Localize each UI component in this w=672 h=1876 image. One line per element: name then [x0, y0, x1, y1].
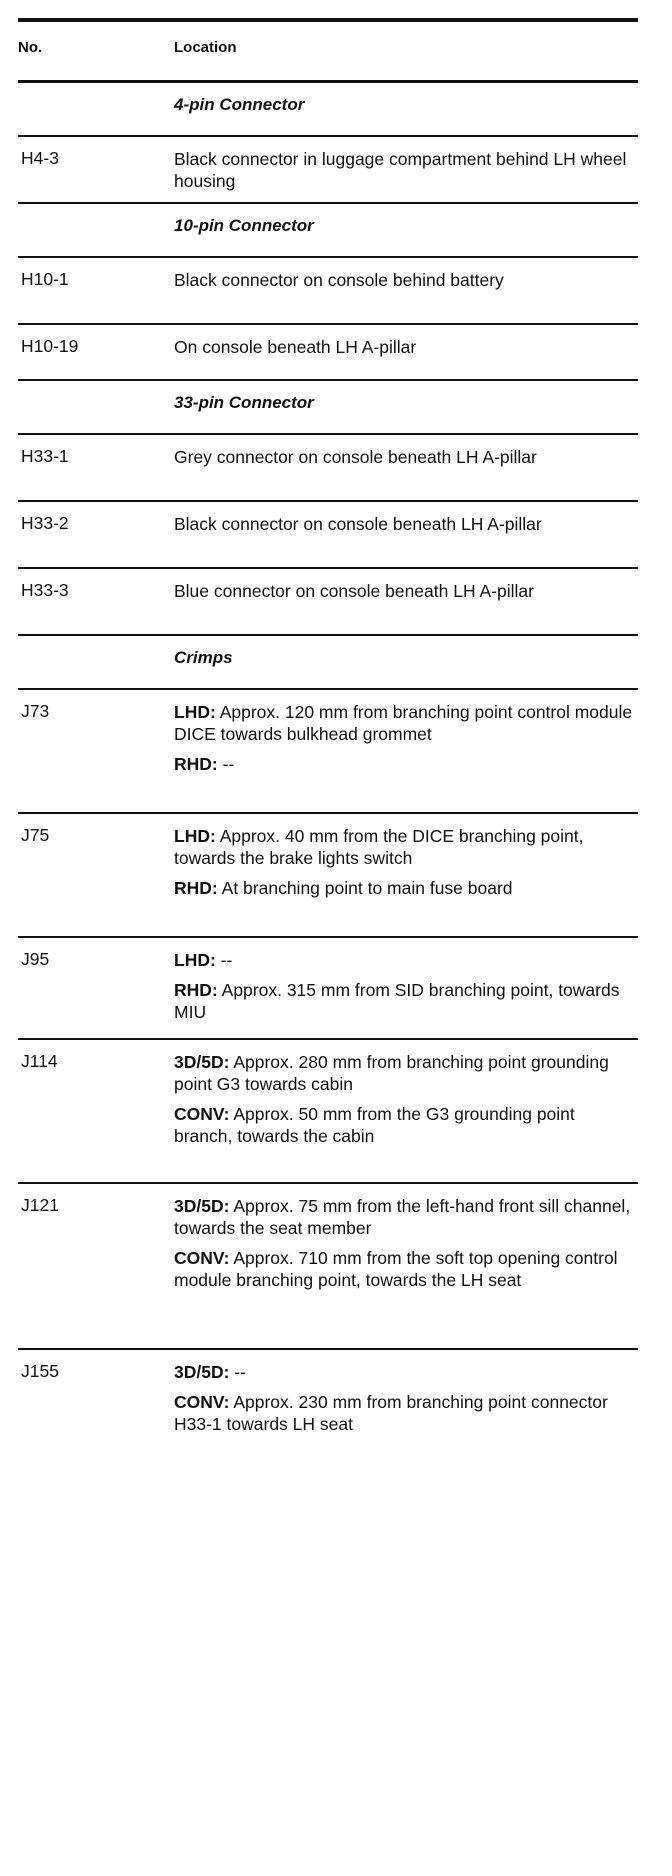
section-row: 4-pin Connector [18, 83, 638, 137]
location-paragraph: 3D/5D: -- [174, 1361, 636, 1383]
connector-number: J121 [21, 1195, 59, 1215]
location-cell: 3D/5D: Approx. 280 mm from branching poi… [174, 1040, 638, 1147]
location-text: Black connector in luggage compartment b… [174, 149, 627, 191]
variant-label: RHD: [174, 878, 218, 898]
location-paragraph: Black connector on console beneath LH A-… [174, 513, 636, 535]
connector-number: H4-3 [21, 148, 59, 168]
variant-label: RHD: [174, 980, 218, 1000]
connector-number: H33-3 [21, 580, 69, 600]
location-paragraph: CONV: Approx. 50 mm from the G3 groundin… [174, 1103, 636, 1147]
location-text: At branching point to main fuse board [217, 878, 513, 898]
variant-label: 3D/5D: [174, 1052, 230, 1072]
table-row: J155 3D/5D: -- CONV: Approx. 230 mm from b… [18, 1350, 638, 1450]
location-cell: Black connector in luggage compartment b… [174, 137, 638, 192]
table-row: J73 LHD: Approx. 120 mm from branching po… [18, 690, 638, 814]
location-text: -- [229, 1362, 246, 1382]
location-paragraph: Black connector in luggage compartment b… [174, 148, 636, 192]
variant-label: LHD: [174, 950, 216, 970]
table-row: J121 3D/5D: Approx. 75 mm from the left-h… [18, 1184, 638, 1350]
location-cell: Blue connector on console beneath LH A-p… [174, 569, 638, 602]
location-text: Approx. 120 mm from branching point cont… [174, 702, 633, 744]
variant-label: CONV: [174, 1104, 230, 1124]
variant-label: RHD: [174, 754, 218, 774]
connector-number: J95 [21, 949, 50, 969]
location-paragraph: Black connector on console behind batter… [174, 269, 636, 291]
section-row: 10-pin Connector [18, 204, 638, 258]
location-paragraph: Blue connector on console beneath LH A-p… [174, 580, 636, 602]
table-row: J114 3D/5D: Approx. 280 mm from branching… [18, 1040, 638, 1184]
header-no: No. [18, 39, 43, 56]
location-cell: LHD: Approx. 40 mm from the DICE branchi… [174, 814, 638, 899]
variant-label: CONV: [174, 1248, 230, 1268]
variant-label: 3D/5D: [174, 1196, 230, 1216]
location-text: -- [217, 754, 235, 774]
table-row: H10-19 On console beneath LH A-pillar [18, 325, 638, 381]
section-title: 10-pin Connector [174, 216, 314, 235]
location-text: On console beneath LH A-pillar [174, 337, 417, 357]
location-paragraph: CONV: Approx. 710 mm from the soft top o… [174, 1247, 636, 1291]
table-row: H33-1 Grey connector on console beneath L… [18, 435, 638, 502]
location-paragraph: LHD: Approx. 120 mm from branching point… [174, 701, 636, 745]
location-text: -- [215, 950, 233, 970]
location-text: Approx. 50 mm from the G3 grounding poin… [174, 1104, 575, 1146]
location-cell: Black connector on console behind batter… [174, 258, 638, 291]
table-row: H4-3 Black connector in luggage compartme… [18, 137, 638, 204]
table-top-rule [18, 18, 638, 22]
location-paragraph: Grey connector on console beneath LH A-p… [174, 446, 636, 468]
location-text: Approx. 710 mm from the soft top opening… [174, 1248, 618, 1290]
table-row: H33-2 Black connector on console beneath … [18, 502, 638, 569]
section-title: Crimps [174, 648, 233, 667]
location-text: Approx. 315 mm from SID branching point,… [174, 980, 620, 1022]
variant-label: LHD: [174, 826, 216, 846]
location-text: Black connector on console behind batter… [174, 270, 504, 290]
section-row: 33-pin Connector [18, 381, 638, 435]
location-cell: On console beneath LH A-pillar [174, 325, 638, 358]
location-paragraph: CONV: Approx. 230 mm from branching poin… [174, 1391, 636, 1435]
table-row: H10-1 Black connector on console behind b… [18, 258, 638, 325]
connector-number: J73 [21, 701, 50, 721]
location-paragraph: 3D/5D: Approx. 280 mm from branching poi… [174, 1051, 636, 1095]
location-text: Approx. 230 mm from branching point conn… [174, 1392, 608, 1434]
location-paragraph: RHD: At branching point to main fuse boa… [174, 877, 636, 899]
location-text: Approx. 40 mm from the DICE branching po… [174, 826, 584, 868]
table-row: J75 LHD: Approx. 40 mm from the DICE bran… [18, 814, 638, 938]
location-paragraph: RHD: -- [174, 753, 636, 775]
location-cell: LHD: -- RHD: Approx. 315 mm from SID bran… [174, 938, 638, 1023]
connector-number: H10-19 [21, 336, 79, 356]
location-text: Black connector on console beneath LH A-… [174, 514, 542, 534]
location-paragraph: RHD: Approx. 315 mm from SID branching p… [174, 979, 636, 1023]
location-cell: 3D/5D: Approx. 75 mm from the left-hand … [174, 1184, 638, 1291]
location-cell: Black connector on console beneath LH A-… [174, 502, 638, 535]
connector-number: H33-1 [21, 446, 69, 466]
header-rule [18, 80, 638, 83]
location-cell: 3D/5D: -- CONV: Approx. 230 mm from branc… [174, 1350, 638, 1435]
header-location: Location [174, 39, 237, 56]
section-title: 33-pin Connector [174, 393, 314, 412]
location-cell: LHD: Approx. 120 mm from branching point… [174, 690, 638, 775]
table-row: J95 LHD: -- RHD: Approx. 315 mm from SID b… [18, 938, 638, 1040]
connector-number: J75 [21, 825, 50, 845]
table-row: H33-3 Blue connector on console beneath L… [18, 569, 638, 636]
variant-label: CONV: [174, 1392, 230, 1412]
table-header: No. Location [18, 22, 638, 80]
connector-number: J114 [21, 1051, 58, 1071]
connector-number: J155 [21, 1361, 59, 1381]
connector-number: H10-1 [21, 269, 69, 289]
location-text: Approx. 75 mm from the left-hand front s… [174, 1196, 631, 1238]
section-title: 4-pin Connector [174, 95, 305, 114]
variant-label: 3D/5D: [174, 1362, 230, 1382]
location-paragraph: 3D/5D: Approx. 75 mm from the left-hand … [174, 1195, 636, 1239]
location-text: Grey connector on console beneath LH A-p… [174, 447, 537, 467]
location-paragraph: LHD: Approx. 40 mm from the DICE branchi… [174, 825, 636, 869]
section-row: Crimps [18, 636, 638, 690]
location-paragraph: LHD: -- [174, 949, 636, 971]
location-paragraph: On console beneath LH A-pillar [174, 336, 636, 358]
location-cell: Grey connector on console beneath LH A-p… [174, 435, 638, 468]
variant-label: LHD: [174, 702, 216, 722]
connector-number: H33-2 [21, 513, 69, 533]
location-text: Approx. 280 mm from branching point grou… [174, 1052, 609, 1094]
location-text: Blue connector on console beneath LH A-p… [174, 581, 534, 601]
